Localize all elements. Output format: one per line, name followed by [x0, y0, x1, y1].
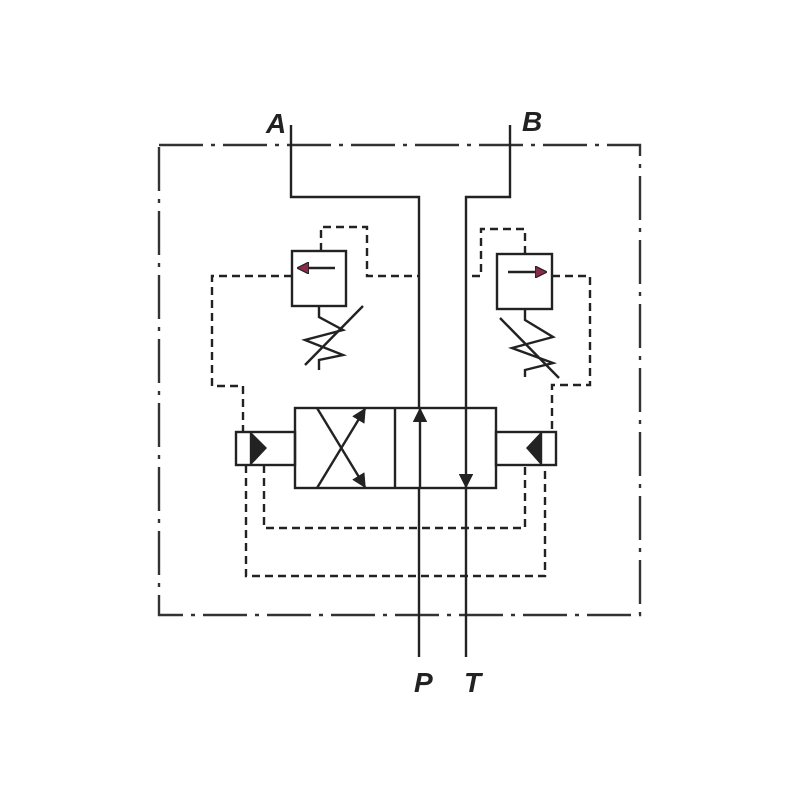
- left-pilot-actuator: [234, 430, 297, 467]
- drain-line: [262, 465, 527, 530]
- left-relief-valve: [290, 249, 364, 370]
- spring-icon: [508, 309, 558, 377]
- cross-arrow-2: [315, 407, 367, 489]
- pilot-line: [210, 274, 292, 432]
- spring-icon: [301, 306, 348, 370]
- pilot-line: [550, 274, 592, 432]
- port-p-label: P: [414, 667, 433, 698]
- right-pilot-actuator: [494, 430, 558, 467]
- port-a-label: A: [265, 108, 286, 139]
- port-t-label: T: [464, 667, 484, 698]
- drain-line: [244, 465, 547, 578]
- port-b-label: B: [522, 106, 542, 137]
- right-relief-valve: [495, 252, 560, 379]
- pilot-line: [466, 227, 527, 278]
- directional-valve: [293, 406, 498, 490]
- pilot-line: [319, 225, 419, 278]
- manifold-boundary: [157, 143, 642, 617]
